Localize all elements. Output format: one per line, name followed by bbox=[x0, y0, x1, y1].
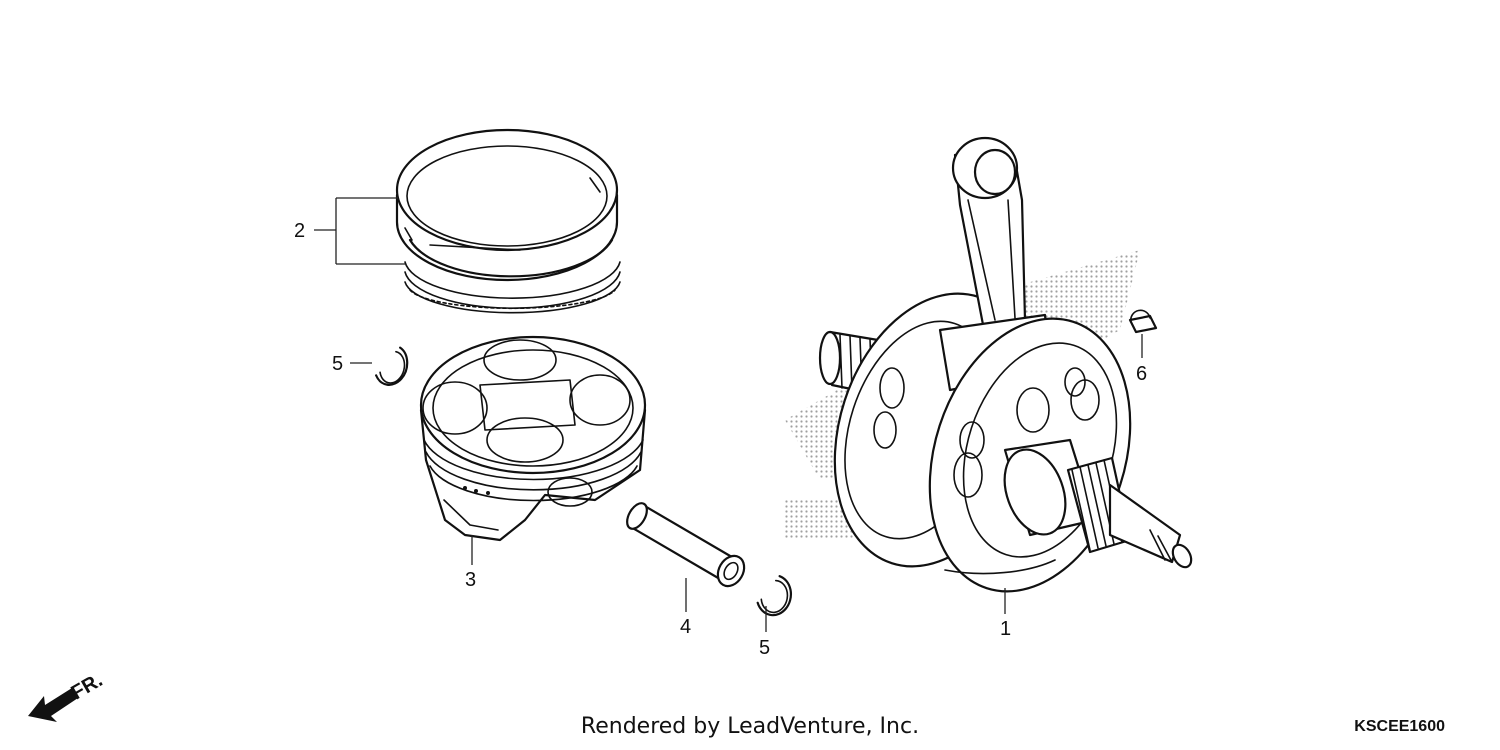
piston-pin-clip-upper[interactable] bbox=[375, 344, 412, 389]
callout-3: 3 bbox=[465, 569, 476, 591]
piston[interactable] bbox=[419, 335, 647, 542]
woodruff-key[interactable] bbox=[1128, 309, 1158, 334]
front-arrow-icon: FR. bbox=[28, 669, 106, 722]
piston-ring-set[interactable] bbox=[395, 128, 621, 314]
callout-5-upper: 5 bbox=[332, 353, 343, 375]
crankshaft[interactable] bbox=[801, 136, 1195, 618]
leader-lines bbox=[314, 197, 1143, 632]
piston-pin[interactable] bbox=[623, 500, 749, 591]
callout-5-lower: 5 bbox=[759, 637, 770, 659]
callout-6: 6 bbox=[1136, 363, 1147, 385]
callout-4: 4 bbox=[680, 616, 691, 638]
footer-credit: Rendered by LeadVenture, Inc. bbox=[581, 714, 919, 739]
diagram-code: KSCEE1600 bbox=[1354, 718, 1445, 735]
piston-pin-clip-lower[interactable] bbox=[756, 573, 794, 618]
callout-1: 1 bbox=[1000, 618, 1011, 640]
callout-2: 2 bbox=[294, 220, 305, 242]
